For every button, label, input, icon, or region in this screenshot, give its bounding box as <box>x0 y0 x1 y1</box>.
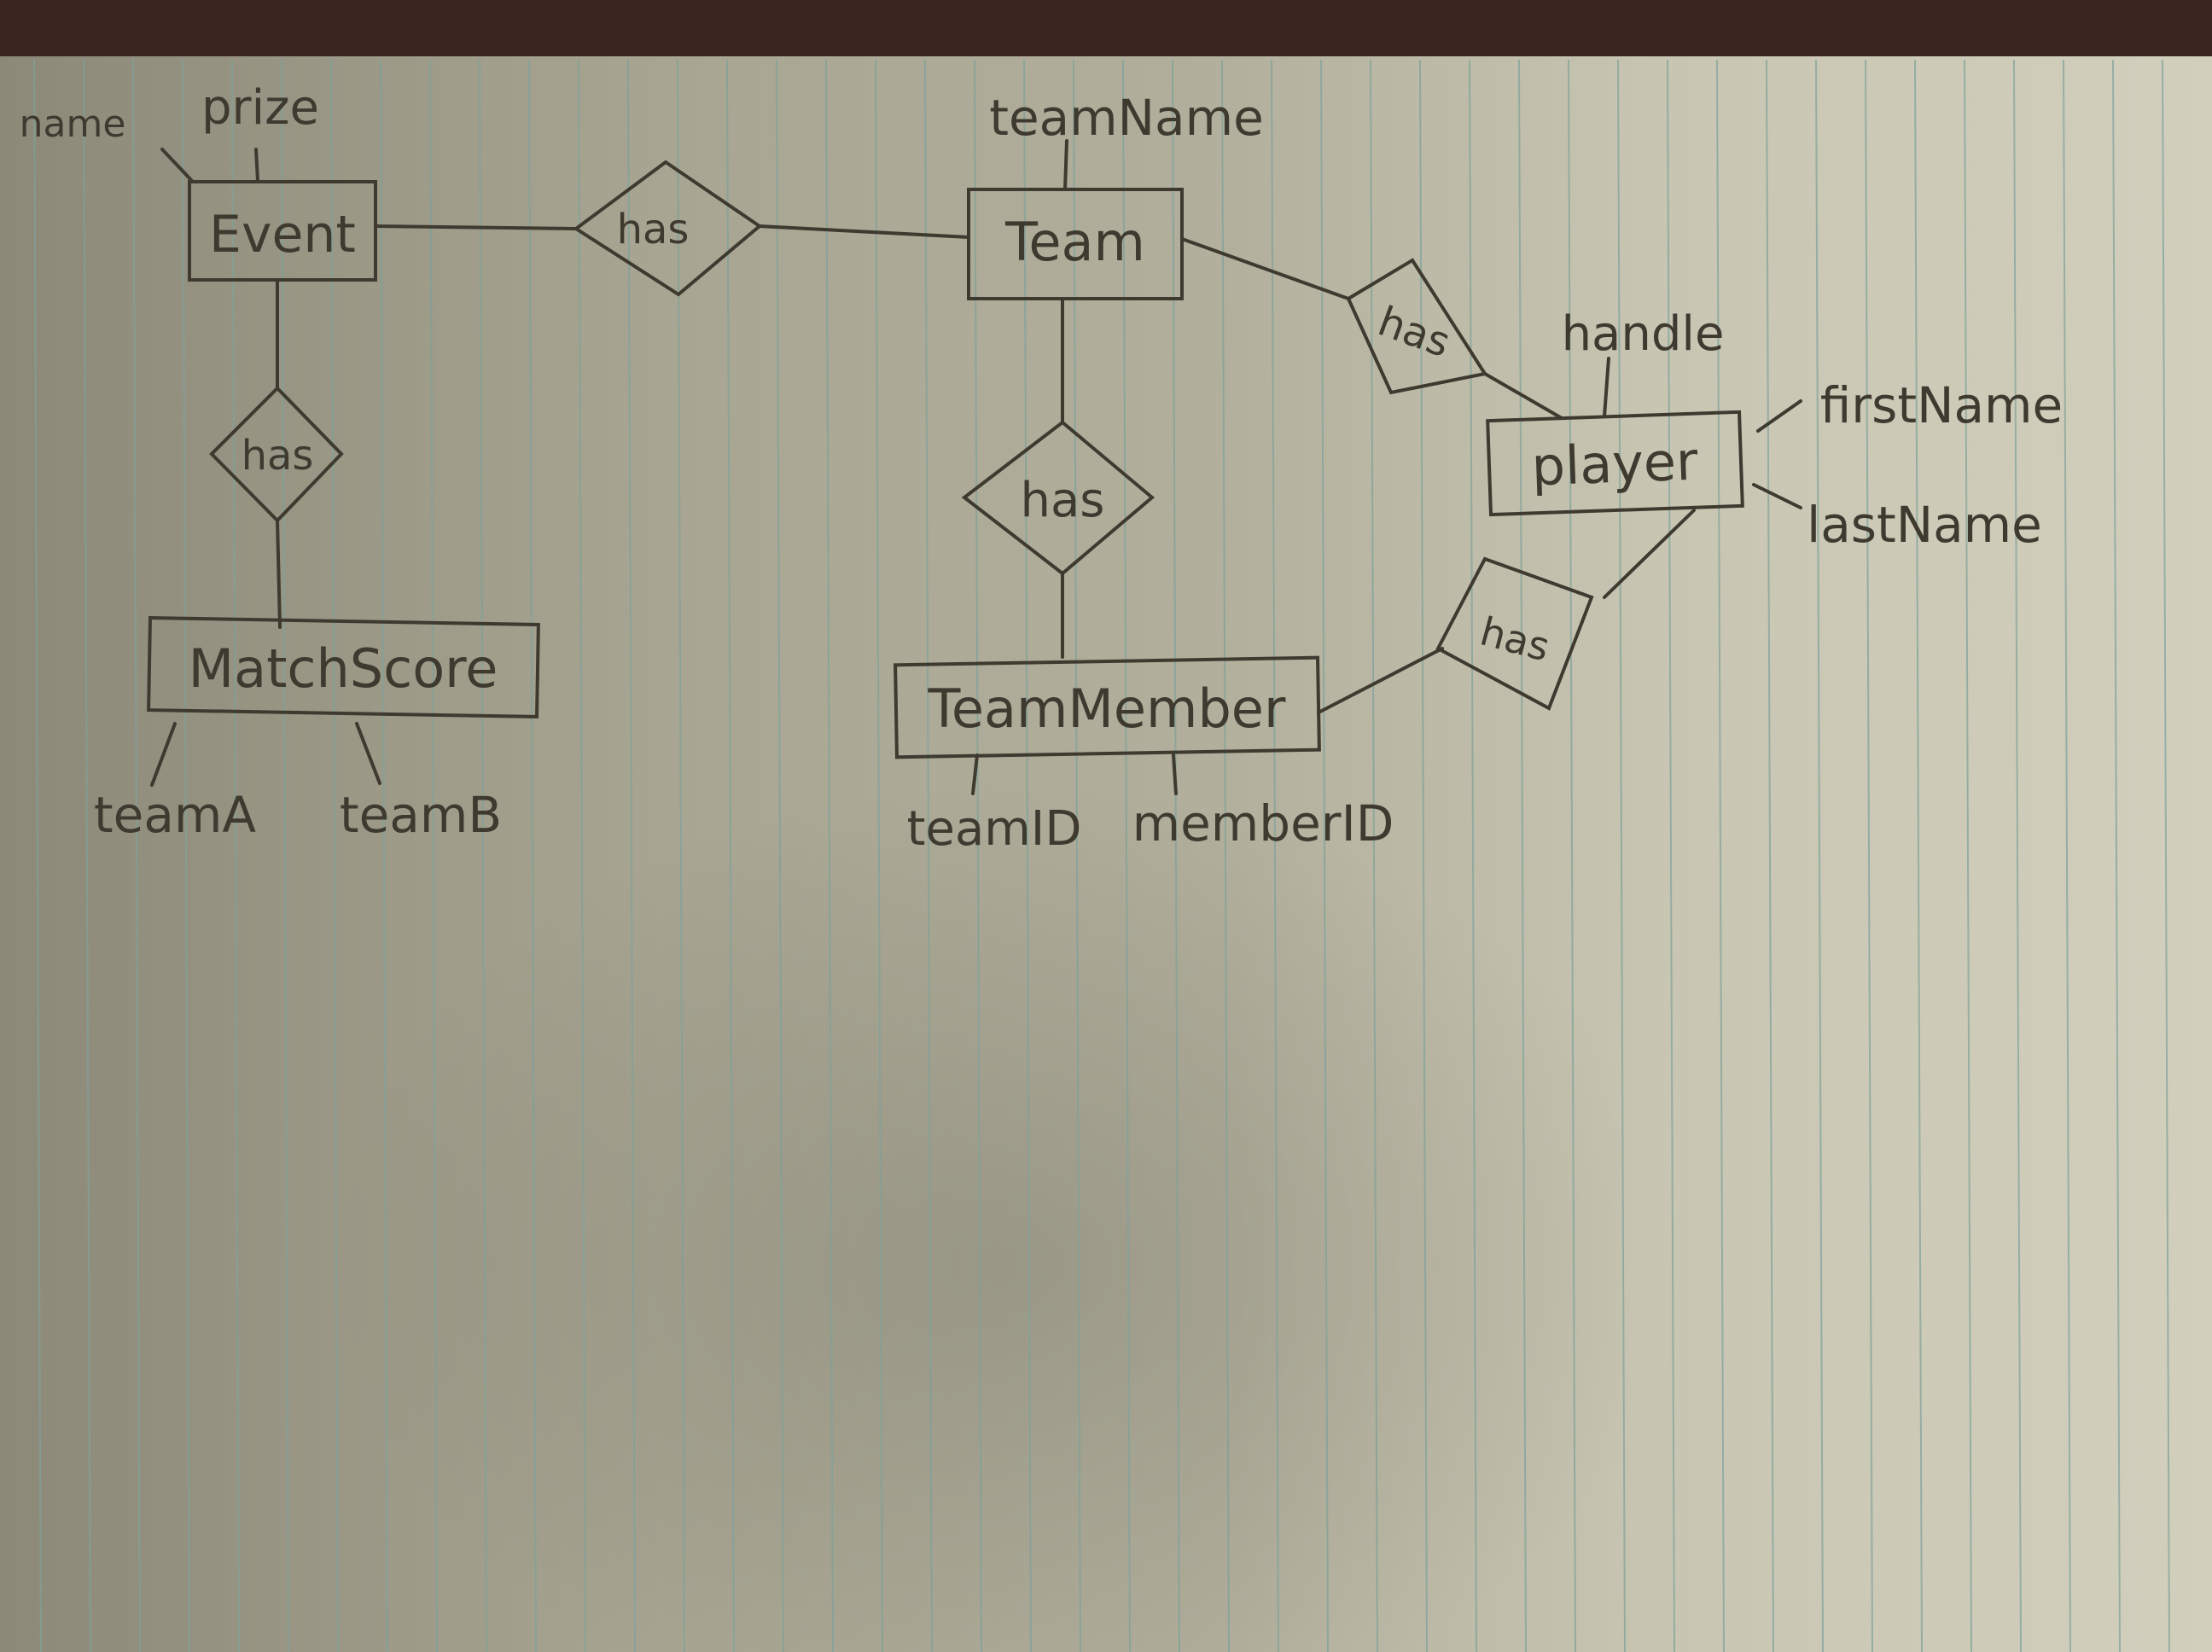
rule-line <box>627 59 636 1652</box>
relationship-player-teammember <box>1435 556 1594 711</box>
entity-team-label: Team <box>1004 211 1145 273</box>
entity-matchscore-label: MatchScore <box>189 637 498 700</box>
rule-line <box>429 59 438 1652</box>
attribute-teamid: teamID <box>907 801 1082 857</box>
relationship-event-matchscore <box>209 386 344 523</box>
relationship-team-player <box>1346 258 1488 395</box>
rule-line <box>231 59 240 1652</box>
rule-line <box>1518 59 1527 1652</box>
rule-line <box>182 59 190 1652</box>
rule-line <box>1172 59 1180 1652</box>
entity-event-label: Event <box>209 205 356 265</box>
rule-line <box>974 59 982 1652</box>
entity-team-box <box>967 188 1184 300</box>
rule-line <box>726 59 735 1652</box>
rule-line <box>1865 59 1873 1652</box>
rule-line <box>1914 59 1923 1652</box>
relationship-team-teammember <box>961 420 1155 576</box>
relationship-event-team <box>573 160 763 297</box>
line-attr-teamb <box>355 722 381 785</box>
attribute-firstname: firstName <box>1820 376 2063 434</box>
rule-line <box>825 59 834 1652</box>
attribute-memberid: memberID <box>1132 794 1394 852</box>
entity-event-box <box>188 180 377 282</box>
line-has3-matchscore <box>276 519 282 629</box>
line-attr-lastname <box>1752 483 1802 509</box>
rule-line <box>479 59 487 1652</box>
rule-line <box>1964 59 1972 1652</box>
rule-line <box>1073 59 1081 1652</box>
line-event-has1 <box>374 224 578 230</box>
line-attr-memberid <box>1172 753 1178 795</box>
attribute-teama: teamA <box>94 786 256 844</box>
rule-line <box>875 59 883 1652</box>
rule-line <box>1320 59 1329 1652</box>
line-has1-team <box>758 224 970 239</box>
rule-line <box>1271 59 1279 1652</box>
rule-line <box>1469 59 1477 1652</box>
rule-line <box>1419 59 1428 1652</box>
rule-line <box>83 59 91 1652</box>
line-team-has2 <box>1180 237 1350 300</box>
connector-lines <box>150 139 1802 795</box>
rule-line <box>1568 59 1576 1652</box>
line-attr-teamid <box>971 753 979 795</box>
rule-line <box>2013 59 2022 1652</box>
rule-line <box>677 59 685 1652</box>
entity-matchscore-box <box>147 616 540 719</box>
relationship-event-matchscore-label: has <box>242 432 314 480</box>
rule-line <box>1370 59 1378 1652</box>
rule-line <box>1221 59 1230 1652</box>
line-attr-name <box>160 148 194 183</box>
rule-line <box>1766 59 1774 1652</box>
entity-boxes <box>147 180 1744 759</box>
rule-line <box>1122 59 1131 1652</box>
line-attr-prize <box>254 148 259 183</box>
line-attr-handle <box>1603 357 1610 418</box>
entity-player-label: player <box>1530 430 1699 498</box>
rule-line <box>132 59 141 1652</box>
attribute-teamb: teamB <box>340 786 502 844</box>
line-attr-firstname <box>1756 399 1802 433</box>
attribute-lastname: lastName <box>1807 496 2042 554</box>
rule-line <box>2162 59 2170 1652</box>
rule-line <box>578 59 586 1652</box>
rule-line <box>281 59 289 1652</box>
relationship-event-team-label: has <box>617 206 690 253</box>
rule-line <box>1815 59 1824 1652</box>
relationship-team-teammember-label: has <box>1021 473 1105 528</box>
line-has5-teammember <box>1317 647 1444 714</box>
line-attr-teama <box>150 722 177 787</box>
rule-line <box>528 59 537 1652</box>
rule-line <box>1667 59 1675 1652</box>
entity-teammember-box <box>894 655 1321 759</box>
rule-line <box>1617 59 1626 1652</box>
rule-line <box>380 59 388 1652</box>
line-player-has5 <box>1603 509 1696 599</box>
line-has2-player <box>1483 372 1563 420</box>
rule-line <box>924 59 933 1652</box>
attribute-handle: handle <box>1562 306 1725 362</box>
attribute-name: name <box>20 102 126 146</box>
relationship-diamonds <box>209 160 1594 711</box>
line-attr-teamname <box>1063 139 1068 191</box>
entity-player-box <box>1486 410 1744 517</box>
rule-line <box>2112 59 2121 1652</box>
labels: Event Team player MatchScore TeamMember … <box>20 80 2064 857</box>
rule-line <box>330 59 339 1652</box>
attribute-teamname: teamName <box>989 89 1264 147</box>
rule-line <box>2063 59 2071 1652</box>
rule-line <box>1716 59 1725 1652</box>
rule-line <box>776 59 784 1652</box>
attribute-prize: prize <box>201 80 319 136</box>
ruled-lines <box>33 59 2170 1652</box>
rule-line <box>33 59 42 1652</box>
rule-line <box>1023 59 1032 1652</box>
entity-teammember-label: TeamMember <box>928 678 1286 740</box>
